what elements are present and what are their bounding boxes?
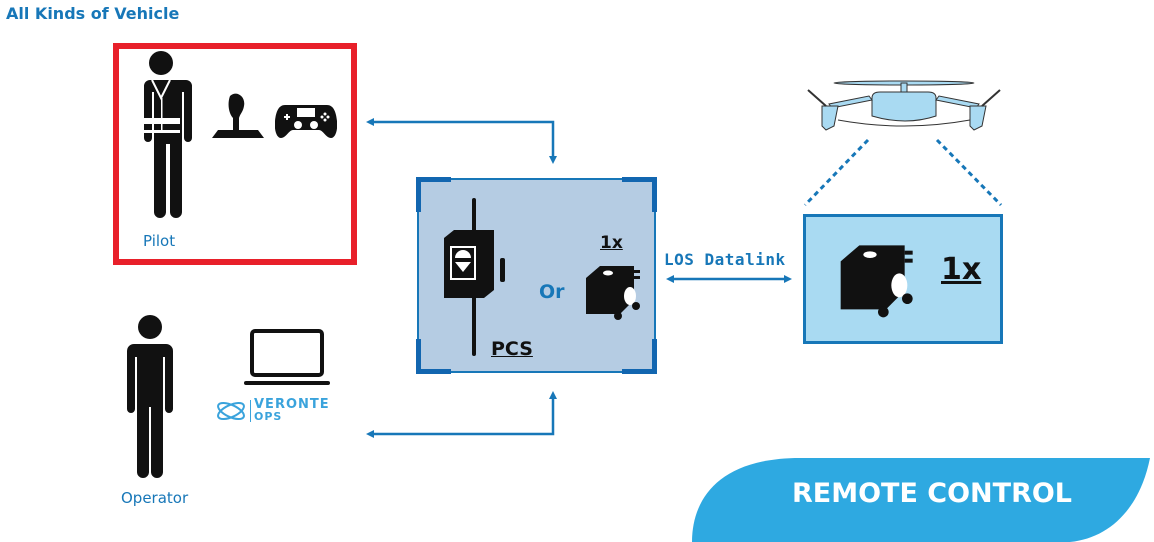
joystick-icon bbox=[212, 93, 264, 138]
pcs-device-icon bbox=[444, 198, 505, 356]
autopilot-module-icon bbox=[840, 245, 913, 318]
corner-bracket bbox=[622, 177, 657, 212]
diagram-title: All Kinds of Vehicle bbox=[6, 4, 180, 23]
logo-divider bbox=[250, 400, 251, 422]
pcs-label: PCS bbox=[491, 338, 533, 360]
corner-bracket bbox=[416, 177, 451, 212]
veronte-logo-line1: VERONTE bbox=[254, 397, 330, 412]
autopilot-module-icon bbox=[586, 266, 640, 320]
remote-control-banner: REMOTE CONTROL bbox=[690, 458, 1154, 542]
vehicle-quantity-label: 1x bbox=[941, 252, 982, 287]
operator-pcs-connector bbox=[366, 391, 557, 438]
corner-bracket bbox=[416, 339, 451, 374]
person-icon bbox=[127, 315, 173, 478]
fov-line-right bbox=[935, 138, 1003, 207]
corner-bracket bbox=[622, 339, 657, 374]
los-datalink-label: LOS Datalink bbox=[664, 250, 786, 269]
operator-label: Operator bbox=[121, 489, 189, 507]
veronte-logo-icon bbox=[217, 401, 245, 421]
pcs-quantity-label: 1x bbox=[600, 233, 623, 253]
laptop-icon bbox=[244, 329, 330, 385]
pilot-label: Pilot bbox=[143, 232, 176, 250]
gamepad-icon bbox=[275, 105, 337, 138]
or-label: Or bbox=[539, 281, 565, 303]
pilot-pcs-connector bbox=[366, 118, 557, 164]
fov-line-left bbox=[803, 138, 870, 207]
uav-icon bbox=[807, 80, 1001, 131]
banner-shape bbox=[692, 458, 1150, 542]
pilot-box bbox=[113, 43, 357, 265]
banner-text: REMOTE CONTROL bbox=[791, 478, 1073, 509]
person-vest-icon bbox=[136, 51, 192, 218]
veronte-logo-line2: OPS bbox=[254, 410, 283, 423]
